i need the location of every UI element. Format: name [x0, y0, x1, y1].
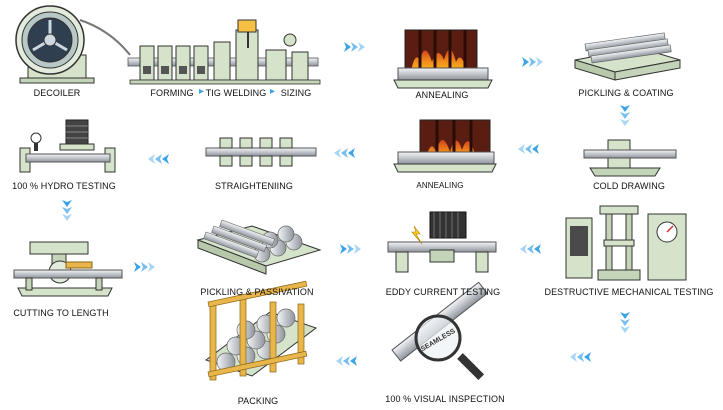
cold-drawing-illustration [583, 139, 677, 177]
step-label-straightening: STRAIGHTENIING [215, 181, 293, 191]
arrow-right [340, 244, 361, 254]
step-label-annealing: ANNEALING [415, 90, 469, 100]
hydro-testing-illustration [19, 119, 116, 173]
step-label-annealing-2: ANNEALING [416, 181, 464, 190]
arrow-left [334, 148, 355, 158]
pickling-coating-illustration [574, 32, 681, 81]
cutting-illustration [13, 241, 123, 297]
packing-illustration [204, 280, 318, 381]
pickling-passivation-illustration [196, 219, 322, 275]
mechanical-testing-illustration [565, 205, 687, 281]
step-label-mechanical-testing: DESTRUCTIVE MECHANICAL TESTING [544, 287, 714, 297]
step-label-packing: PACKING [237, 396, 279, 406]
arrow-right [522, 57, 543, 67]
annealing-furnace-illustration [393, 29, 493, 89]
arrow-right [134, 262, 155, 272]
step-label-sizing: SIZING [280, 88, 312, 98]
arrow-left [148, 154, 169, 164]
arrow-left [518, 144, 539, 154]
arrow-down [620, 312, 630, 333]
step-label-eddy-current: EDDY CURRENT TESTING [385, 287, 501, 297]
step-label-pickling-coating: PICKLING & COATING [578, 88, 674, 98]
flow-arrows [62, 42, 630, 366]
step-separator: ▸ [270, 86, 276, 97]
arrow-right [344, 42, 365, 52]
straightening-illustration [205, 137, 317, 167]
forming-welding-sizing-illustration [127, 19, 321, 85]
step-label-cold-drawing: COLD DRAWING [593, 181, 665, 191]
arrow-down [62, 200, 72, 221]
step-label-cutting: CUTTING TO LENGTH [13, 308, 109, 318]
step-label-decoiler: DECOILER [33, 88, 81, 98]
decoiler-illustration [15, 5, 131, 84]
eddy-current-illustration [387, 211, 497, 273]
step-label-hydro-testing: 100 % HYDRO TESTING [12, 181, 116, 191]
arrow-down [620, 105, 630, 126]
visual-inspection-illustration: SEAMLESS [391, 281, 489, 381]
annealing-furnace-2-illustration [393, 119, 497, 173]
step-label-tig-welding: TIG WELDING [205, 88, 267, 98]
step-label-forming: FORMING [150, 88, 194, 98]
arrow-left [520, 244, 541, 254]
step-separator: ▸ [199, 86, 205, 97]
arrow-left [336, 356, 357, 366]
step-label-visual-inspection: 100 % VISUAL INSPECTION [385, 394, 505, 404]
arrow-left [570, 352, 591, 362]
step-label-pickling-passivation: PICKLING & PASSIVATION [200, 287, 314, 297]
